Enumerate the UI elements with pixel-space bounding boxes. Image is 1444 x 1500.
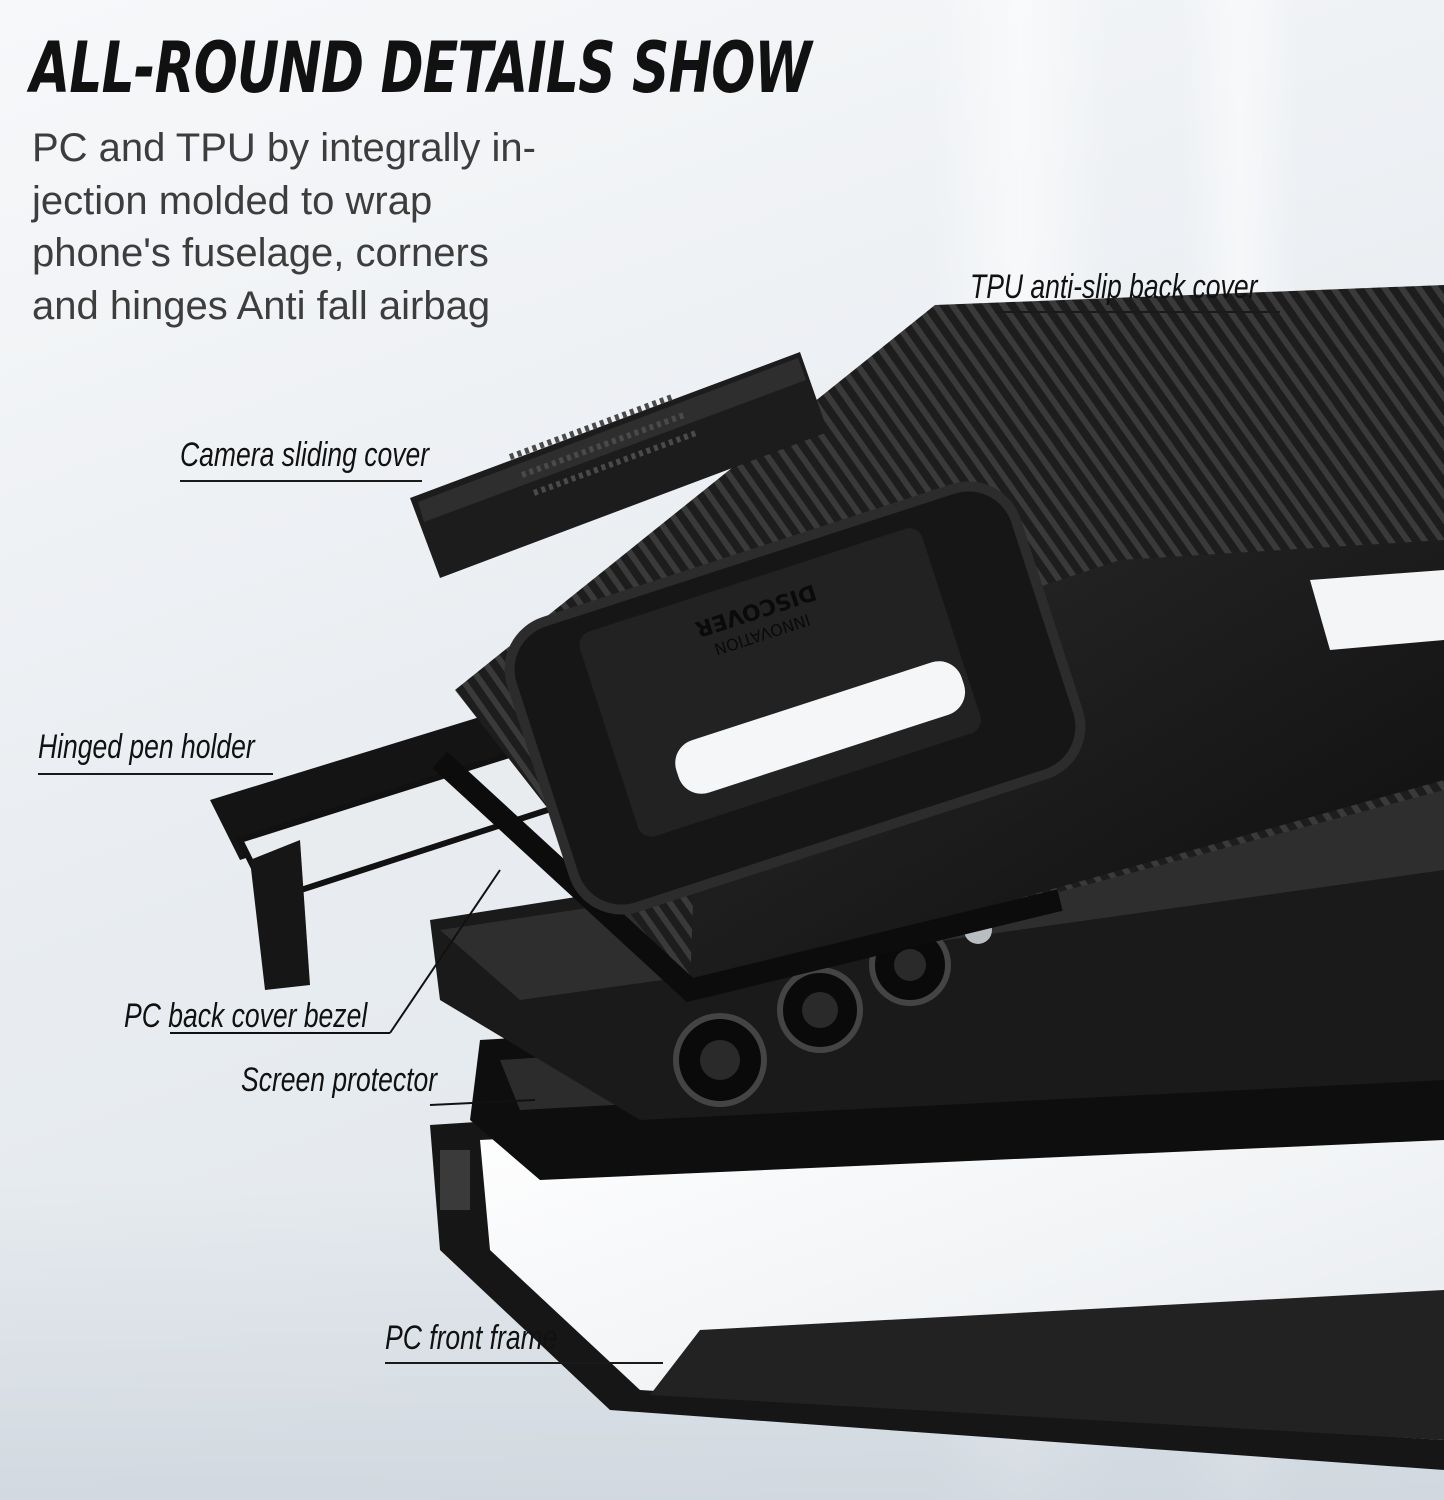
callout-pc-back-cover-bezel: PC back cover bezel [124, 997, 368, 1035]
camera-island [504, 481, 1086, 915]
callout-underline [180, 480, 422, 482]
tpu-back-cover: DISCOVER INNOVATION [432, 285, 1444, 1003]
headline: ALL-ROUND DETAILS SHOW [30, 27, 812, 109]
callout-underline [385, 1362, 663, 1364]
camera-sliding-cover [410, 352, 828, 578]
description-line: jection molded to wrap [32, 178, 433, 223]
description-line: and hinges Anti fall airbag [32, 283, 491, 328]
callout-pc-front-frame: PC front frame [385, 1319, 558, 1357]
callout-hinged-pen-holder: Hinged pen holder [38, 728, 255, 766]
description-line: PC and TPU by integrally in- [32, 126, 536, 170]
camera-lenses [673, 916, 992, 1107]
pc-front-frame [430, 1060, 1444, 1470]
callout-screen-protector: Screen protector [241, 1061, 438, 1099]
description: PC and TPU by integrally in- jection mol… [32, 122, 536, 332]
description-line: phone's fuselage, corners [32, 231, 489, 275]
callout-underline [38, 773, 273, 775]
callout-leader-lines [170, 869, 536, 1106]
callout-tpu-back-cover: TPU anti-slip back cover [970, 268, 1258, 306]
callout-underline [995, 311, 1280, 313]
frame-slot [440, 1150, 470, 1210]
callout-camera-sliding-cover: Camera sliding cover [180, 436, 430, 474]
